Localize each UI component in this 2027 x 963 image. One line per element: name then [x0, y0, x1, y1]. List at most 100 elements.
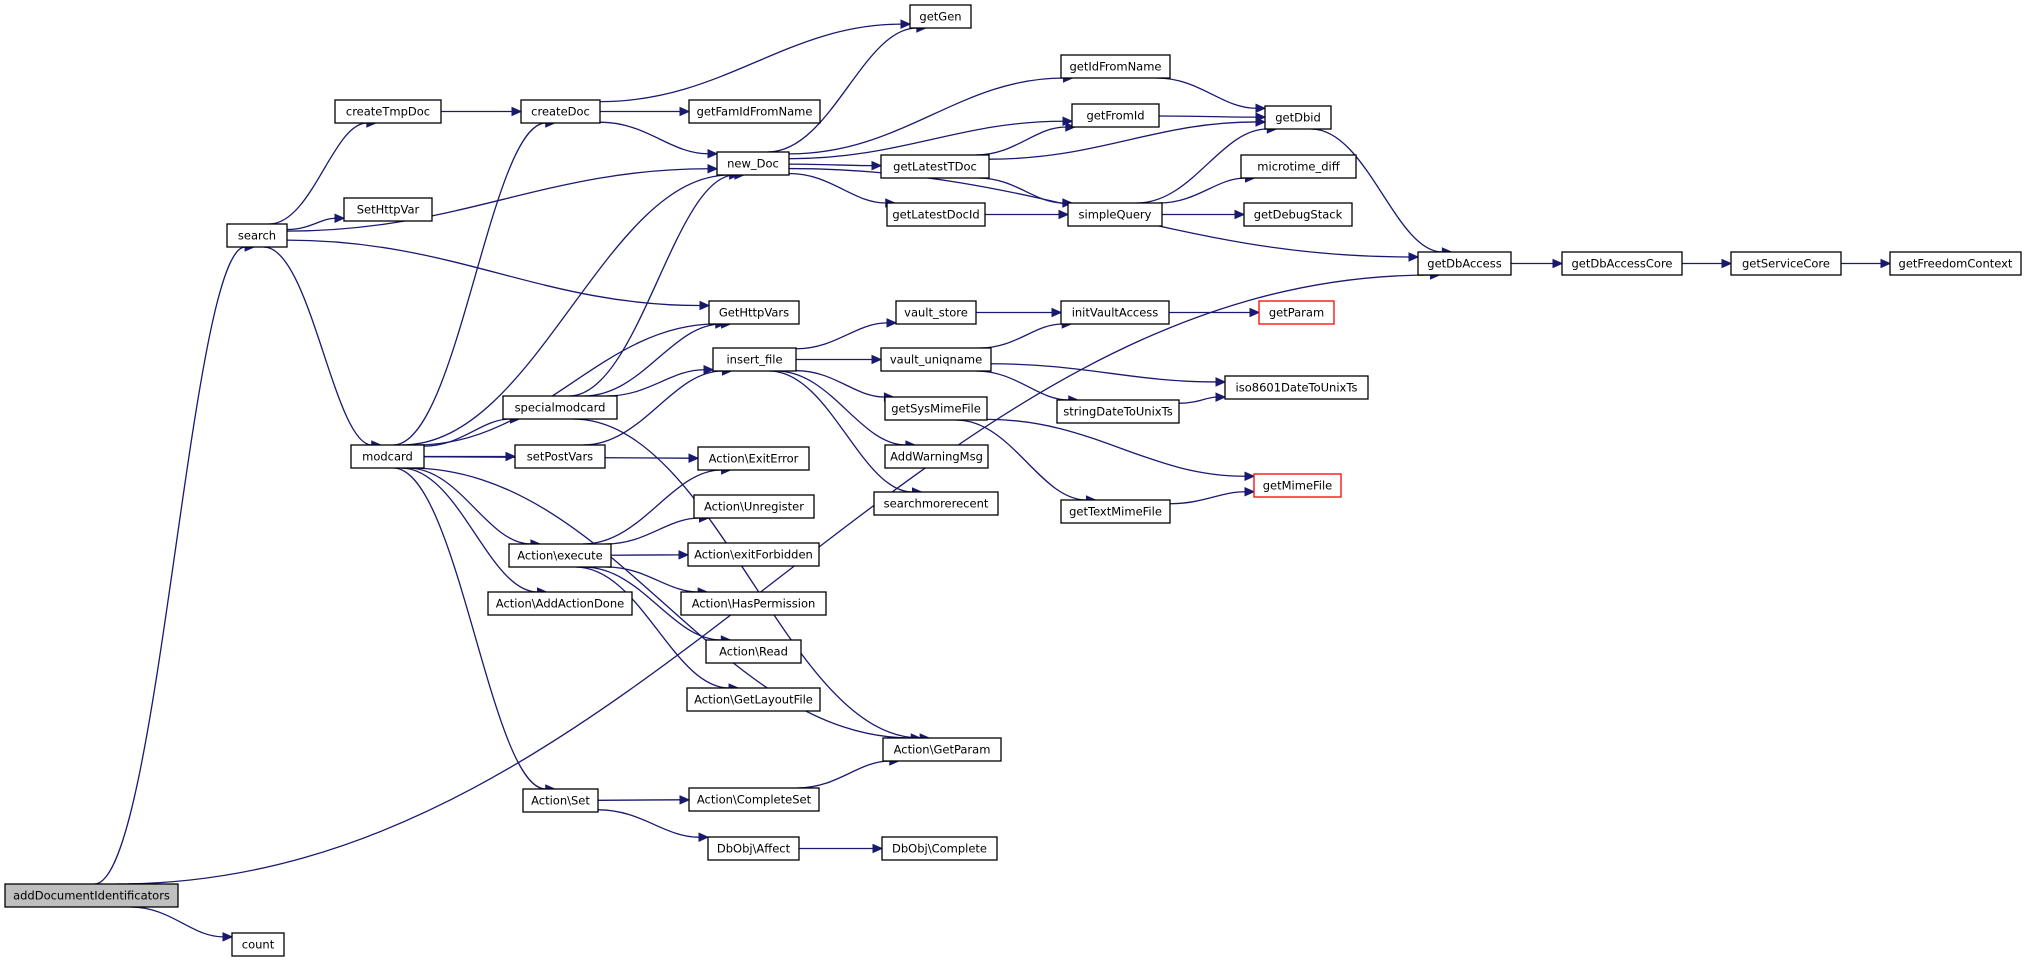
node-createTmpDoc[interactable]: createTmpDoc	[334, 99, 442, 124]
edge-search-to-SetHttpVar	[286, 217, 336, 231]
edge-modcard-to-createDoc	[393, 122, 546, 446]
node-specialmodcard[interactable]: specialmodcard	[502, 395, 618, 420]
node-label: getParam	[1269, 306, 1324, 320]
node-GetHttpVars[interactable]: GetHttpVars	[708, 300, 800, 325]
edge-ActionExecute-to-ActionExitError	[582, 469, 722, 545]
node-microtime_diff[interactable]: microtime_diff	[1240, 154, 1357, 179]
arrowhead-vault_store-to-initVaultAccess	[1051, 307, 1063, 318]
node-box	[705, 639, 802, 664]
node-label: getDbAccess	[1427, 257, 1501, 271]
arrowhead-getDbAccess-to-getDbAccessCore	[1552, 258, 1564, 269]
edge-getLatestTDoc-to-getFromId	[975, 126, 1066, 156]
node-box	[1258, 300, 1335, 325]
node-box	[226, 223, 288, 248]
node-label: Action\exitForbidden	[694, 548, 813, 562]
node-ActionHasPermission[interactable]: Action\HasPermission	[680, 591, 827, 616]
node-getDbAccess[interactable]: getDbAccess	[1417, 251, 1512, 276]
node-box	[334, 99, 442, 124]
node-box	[487, 591, 633, 616]
node-getIdFromName[interactable]: getIdFromName	[1060, 54, 1171, 79]
node-getFreedomContext[interactable]: getFreedomContext	[1889, 251, 2022, 276]
node-box	[693, 494, 815, 519]
node-ActionGetParam[interactable]: Action\GetParam	[882, 737, 1002, 762]
node-getLatestDocId[interactable]: getLatestDocId	[886, 202, 986, 227]
node-box	[716, 151, 790, 176]
edge-getSysMimeFile-to-getMimeFile	[986, 418, 1246, 477]
edge-modcard-to-ActionExecute	[407, 467, 531, 545]
node-label: microtime_diff	[1257, 160, 1340, 174]
node-ActionAddActionDone[interactable]: Action\AddActionDone	[487, 591, 633, 616]
node-label: vault_uniqname	[890, 353, 982, 367]
node-ActionExitForbidden[interactable]: Action\exitForbidden	[687, 542, 820, 567]
node-box	[522, 788, 599, 813]
node-getFromId[interactable]: getFromId	[1071, 103, 1160, 128]
edge-new_Doc-to-getGen	[767, 27, 917, 153]
edge-new_Doc-to-getIdFromName	[788, 77, 1064, 155]
edge-simpleQuery-to-getDbid	[1136, 128, 1268, 204]
node-getDebugStack[interactable]: getDebugStack	[1243, 202, 1353, 227]
node-new_Doc[interactable]: new_Doc	[716, 151, 790, 176]
node-search[interactable]: search	[226, 223, 288, 248]
edge-insert_file-to-AddWarningMsg	[776, 370, 906, 446]
node-insert_file[interactable]: insert_file	[712, 347, 797, 372]
node-getLatestTDoc[interactable]: getLatestTDoc	[880, 154, 990, 179]
node-label: getDbAccessCore	[1571, 257, 1672, 271]
arrowhead-simpleQuery-to-getDebugStack	[1234, 209, 1246, 220]
node-getServiceCore[interactable]: getServiceCore	[1730, 251, 1842, 276]
edge-addDocumentIdentificators-to-count	[130, 906, 224, 938]
node-ActionExecute[interactable]: Action\execute	[508, 543, 612, 568]
edges-layer	[94, 19, 1892, 942]
node-label: simpleQuery	[1079, 208, 1152, 222]
node-modcard[interactable]: modcard	[350, 444, 425, 469]
node-getParam[interactable]: getParam	[1258, 300, 1335, 325]
node-DbObjComplete[interactable]: DbObj\Complete	[881, 836, 998, 861]
node-box	[502, 395, 618, 420]
node-label: getFromId	[1086, 109, 1144, 123]
node-vault_store[interactable]: vault_store	[895, 300, 977, 325]
arrowhead-addDocumentIdentificators-to-count	[222, 932, 234, 942]
node-vault_uniqname[interactable]: vault_uniqname	[880, 347, 992, 372]
node-ActionGetLayoutFile[interactable]: Action\GetLayoutFile	[686, 687, 821, 712]
node-addDocumentIdentificators[interactable]: addDocumentIdentificators	[4, 883, 179, 908]
node-searchmorerecent[interactable]: searchmorerecent	[873, 491, 999, 516]
node-ActionExitError[interactable]: Action\ExitError	[697, 446, 810, 471]
node-box	[697, 446, 810, 471]
node-createDoc[interactable]: createDoc	[520, 99, 601, 124]
node-box	[1253, 473, 1342, 498]
node-ActionSet[interactable]: Action\Set	[522, 788, 599, 813]
arrowhead-modcard-to-setPostVars	[505, 451, 517, 462]
node-getSysMimeFile[interactable]: getSysMimeFile	[884, 396, 988, 421]
node-label: getFreedomContext	[1899, 257, 2013, 271]
node-label: insert_file	[726, 353, 782, 367]
node-SetHttpVar[interactable]: SetHttpVar	[343, 197, 433, 222]
arrowhead-insert_file-to-vault_store	[886, 318, 898, 328]
edge-vault_uniqname-to-iso8601DateToUnixTs	[990, 363, 1217, 383]
node-simpleQuery[interactable]: simpleQuery	[1067, 202, 1163, 227]
edge-modcard-to-specialmodcard	[423, 418, 511, 447]
node-AddWarningMsg[interactable]: AddWarningMsg	[884, 444, 989, 469]
node-ActionRead[interactable]: Action\Read	[705, 639, 802, 664]
node-setPostVars[interactable]: setPostVars	[514, 444, 606, 469]
node-initVaultAccess[interactable]: initVaultAccess	[1060, 300, 1170, 325]
node-stringDateToUnixTs[interactable]: stringDateToUnixTs	[1056, 399, 1180, 424]
node-DbObjAffect[interactable]: DbObj\Affect	[707, 836, 800, 861]
node-getMimeFile[interactable]: getMimeFile	[1253, 473, 1342, 498]
node-iso8601DateToUnixTs[interactable]: iso8601DateToUnixTs	[1224, 375, 1369, 400]
node-getDbAccessCore[interactable]: getDbAccessCore	[1561, 251, 1683, 276]
node-label: specialmodcard	[515, 401, 606, 415]
arrowhead-getDbAccessCore-to-getServiceCore	[1721, 258, 1733, 269]
node-getGen[interactable]: getGen	[909, 4, 972, 29]
node-count[interactable]: count	[231, 932, 285, 957]
node-getTextMimeFile[interactable]: getTextMimeFile	[1060, 499, 1171, 524]
node-box	[882, 737, 1002, 762]
node-getFamIdFromName[interactable]: getFamIdFromName	[688, 99, 821, 124]
node-ActionUnregister[interactable]: Action\Unregister	[693, 494, 815, 519]
node-box	[1067, 202, 1163, 227]
node-ActionCompleteSet[interactable]: Action\CompleteSet	[688, 787, 820, 812]
node-getDbid[interactable]: getDbid	[1264, 105, 1332, 130]
node-label: Action\Unregister	[704, 500, 804, 514]
node-label: createDoc	[531, 105, 590, 119]
edge-modcard-to-ActionAddActionDone	[400, 467, 538, 593]
edge-modcard-to-ActionGetParam	[409, 467, 912, 739]
